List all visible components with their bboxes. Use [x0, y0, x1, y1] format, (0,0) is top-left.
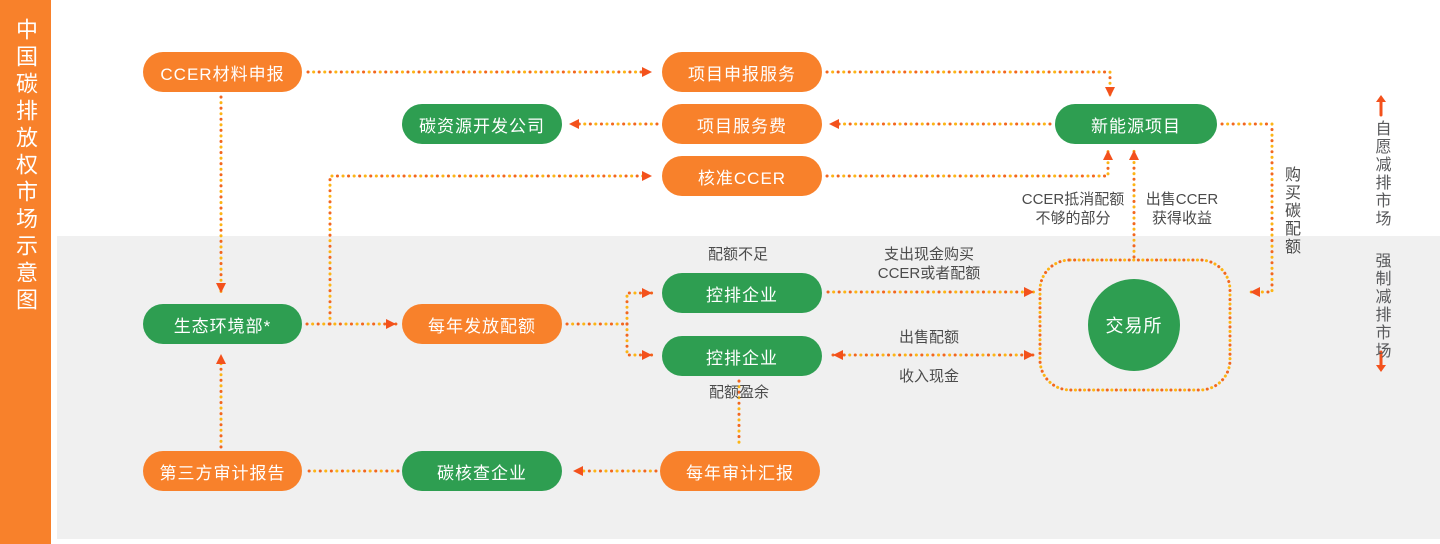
arrowhead-ministry-to-quota	[386, 319, 396, 329]
connector-exchange-to-newenergy	[1129, 148, 1139, 259]
connector-quota-branch-up	[625, 288, 654, 326]
arrowhead-material-to-ministry	[216, 283, 226, 293]
arrowhead-quota-branch-down	[642, 350, 652, 360]
arrowhead-ccer-to-newenergy	[1103, 150, 1113, 160]
diagram-title-bar: 中国碳排放权市场示意图	[0, 0, 51, 544]
connector-emitter2-exchange	[831, 350, 1036, 360]
arrowhead-audit-to-ministry	[216, 354, 226, 364]
label-ccer-offset: CCER抵消配额不够的部分	[1022, 190, 1125, 228]
node-carbon-dev: 碳资源开发公司	[402, 104, 562, 144]
connector-newenergy-to-fee	[827, 119, 1052, 129]
arrowhead-emitter1-to-exchange	[1024, 287, 1034, 297]
node-new-energy: 新能源项目	[1055, 104, 1217, 144]
node-exchange: 交易所	[1088, 279, 1180, 371]
voluntary-market-label: 自愿减排市场	[1372, 120, 1390, 228]
exchange-dashed-boundary	[1038, 258, 1232, 392]
arrowhead-ministry-to-ccer	[642, 171, 652, 181]
connector-fee-to-devco	[567, 119, 659, 129]
connector-material-to-declare	[306, 67, 654, 77]
label-pay-cash-line-0: 支出现金购买	[883, 246, 975, 263]
label-receive-cash-line-0: 收入现金	[898, 368, 960, 385]
connector-ministry-to-quota	[305, 319, 398, 329]
connector-emitter1-to-exchange	[826, 287, 1036, 297]
node-emitter-surplus: 控排企业	[662, 336, 822, 376]
label-sell-ccer-line-1: 获得收益	[1151, 210, 1213, 227]
arrowhead-report-to-verify	[573, 466, 583, 476]
label-sell-quota: 出售配额	[899, 328, 959, 347]
arrowhead-exchange-to-newenergy	[1129, 150, 1139, 160]
node-project-fee: 项目服务费	[662, 104, 822, 144]
label-sell-quota-line-0: 出售配额	[898, 329, 960, 346]
label-sell-ccer-line-0: 出售CCER	[1145, 191, 1219, 208]
arrowhead-buy-quota-path	[1250, 287, 1260, 297]
node-annual-quota: 每年发放配额	[402, 304, 562, 344]
label-quota-short-line-0: 配额不足	[707, 246, 769, 263]
arrowhead-fee-to-devco	[569, 119, 579, 129]
connector-ministry-to-ccer	[328, 171, 654, 326]
label-pay-cash-line-1: CCER或者配额	[877, 265, 981, 282]
connector-quota-branch-down	[625, 322, 654, 360]
connector-audit-to-ministry	[216, 352, 226, 449]
connector-buy-quota-path	[1220, 122, 1274, 297]
node-emitter-short: 控排企业	[662, 273, 822, 313]
mandatory-down-arrow	[1376, 350, 1386, 372]
label-pay-cash: 支出现金购买 CCER或者配额	[878, 245, 981, 283]
arrowhead-emitter2-exchange	[1024, 350, 1034, 360]
arrowhead-declare-to-newenergy	[1105, 87, 1115, 97]
node-approved-ccer: 核准CCER	[662, 156, 822, 196]
connector-report-to-verify	[571, 466, 658, 476]
label-buy-quota-line-0: 购买碳配额	[1282, 166, 1299, 256]
label-receive-cash: 收入现金	[899, 367, 959, 386]
arrowhead-emitter2-exchange	[833, 350, 843, 360]
connector-ccer-to-newenergy	[825, 148, 1113, 178]
arrowhead-newenergy-to-fee	[829, 119, 839, 129]
connector-declare-to-newenergy	[825, 70, 1115, 99]
label-ccer-offset-line-1: 不够的部分	[1035, 210, 1111, 227]
node-annual-report: 每年审计汇报	[660, 451, 820, 491]
node-carbon-verify: 碳核查企业	[402, 451, 562, 491]
page-title: 中国碳排放权市场示意图	[13, 18, 38, 315]
node-ccer-material: CCER材料申报	[143, 52, 302, 92]
connector-material-to-ministry	[216, 95, 226, 295]
node-project-declare: 项目申报服务	[662, 52, 822, 92]
label-quota-surplus-line-0: 配额盈余	[708, 384, 770, 401]
exchange-dashed-boundary	[1038, 258, 1232, 392]
arrowhead-quota-branch-up	[642, 288, 652, 298]
label-buy-quota: 购买碳配额	[1282, 166, 1299, 256]
mandatory-market-label: 强制减排市场	[1372, 252, 1390, 360]
label-sell-ccer: 出售CCER 获得收益	[1146, 190, 1219, 228]
node-third-party: 第三方审计报告	[143, 451, 302, 491]
voluntary-up-arrow	[1376, 95, 1386, 117]
label-quota-surplus: 配额盈余	[709, 383, 769, 402]
label-quota-short: 配额不足	[708, 245, 768, 264]
node-ministry: 生态环境部*	[143, 304, 302, 344]
arrowhead-material-to-declare	[642, 67, 652, 77]
label-ccer-offset-line-0: CCER抵消配额	[1021, 191, 1125, 208]
